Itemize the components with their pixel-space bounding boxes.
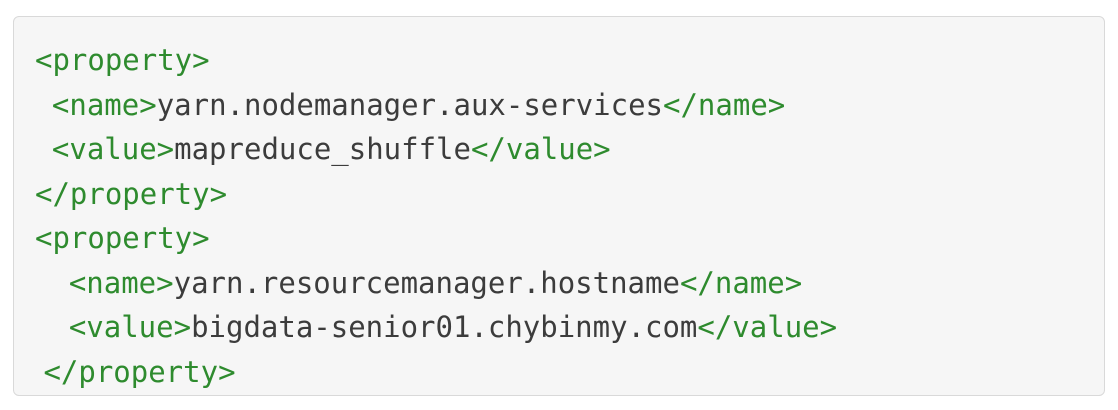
xml-tag-token: <property> — [35, 221, 210, 255]
xml-tag-token: </property> — [35, 176, 228, 211]
xml-tag-token: <value> — [51, 132, 175, 166]
xml-text-token — [35, 88, 52, 122]
code-line: </property> — [35, 172, 1084, 217]
code-line: <name>yarn.resourcemanager.hostname</nam… — [35, 261, 1084, 306]
code-content: <property> <name>yarn.nodemanager.aux-se… — [35, 38, 1084, 394]
code-line: <value>bigdata-senior01.chybinmy.com</va… — [35, 305, 1084, 350]
xml-tag-token: <property> — [35, 43, 210, 77]
xml-tag-token: <name> — [68, 265, 174, 300]
xml-text-token: yarn.resourcemanager.hostname — [173, 265, 680, 300]
code-line: <property> — [35, 216, 1084, 261]
xml-text-token — [35, 310, 69, 344]
code-line: </property> — [35, 350, 1084, 395]
code-block: <property> <name>yarn.nodemanager.aux-se… — [13, 16, 1105, 396]
xml-text-token: yarn.nodemanager.aux-services — [156, 87, 664, 122]
xml-text-token: mapreduce_shuffle — [174, 132, 471, 166]
xml-tag-token: </property> — [43, 354, 236, 389]
xml-tag-token: </value> — [470, 132, 611, 166]
xml-text-token — [35, 266, 69, 300]
xml-tag-token: </name> — [679, 265, 803, 300]
code-line: <property> — [35, 38, 1084, 83]
xml-tag-token: </name> — [663, 87, 786, 122]
code-line: <value>mapreduce_shuffle</value> — [35, 127, 1084, 172]
code-line: <name>yarn.nodemanager.aux-services</nam… — [35, 83, 1084, 128]
xml-tag-token: </value> — [697, 310, 838, 344]
xml-tag-token: <name> — [51, 87, 157, 122]
xml-text-token — [35, 132, 52, 166]
xml-text-token: bigdata-senior01.chybinmy.com — [191, 310, 698, 344]
xml-tag-token: <value> — [68, 310, 192, 344]
